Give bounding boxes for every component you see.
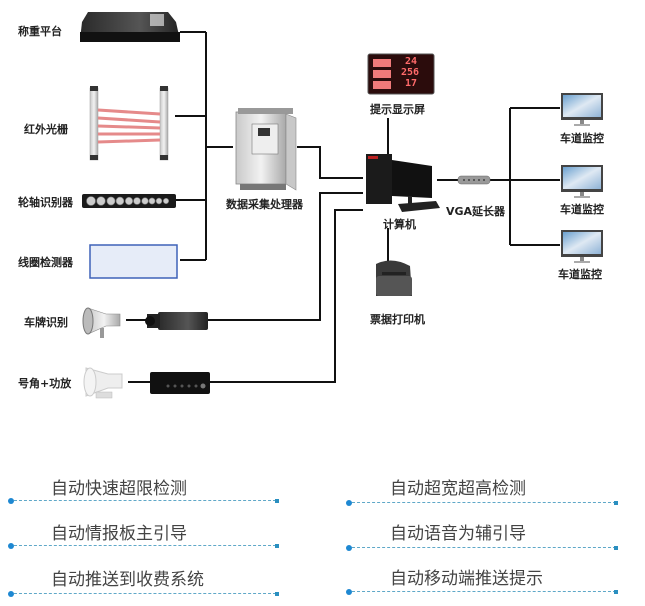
display-row-3-value: 17	[405, 78, 418, 89]
label-printer: 票据打印机	[370, 313, 425, 326]
computer-icon	[366, 154, 440, 212]
vga-extender-icon	[457, 175, 491, 185]
label-plate-recognition: 车牌识别	[24, 316, 68, 329]
label-monitor-1: 车道监控	[560, 132, 604, 145]
label-monitor-3: 车道监控	[558, 268, 602, 281]
connection-lines	[126, 31, 560, 383]
line-camera-to-computer	[208, 192, 363, 321]
bullet-dot	[8, 498, 14, 504]
feature-right-2: 自动语音为辅引导	[390, 524, 526, 544]
dashed-divider	[352, 502, 616, 503]
led-display-icon	[367, 53, 435, 95]
label-computer: 计算机	[383, 218, 416, 231]
dashed-divider	[352, 591, 616, 592]
dashed-divider	[14, 545, 276, 546]
axle-identifier-icon	[82, 194, 176, 208]
divider-end	[614, 546, 618, 550]
feature-left-2: 自动情报板主引导	[51, 524, 187, 544]
feature-left-3: 自动推送到收费系统	[51, 570, 204, 590]
loop-detector-icon	[89, 244, 178, 279]
label-monitor-2: 车道监控	[560, 203, 604, 216]
data-processor-cabinet-icon	[235, 108, 297, 191]
divider-end	[614, 501, 618, 505]
line-amp-to-computer	[210, 209, 363, 383]
speaker-horn-icon	[83, 367, 123, 399]
label-loop-detector: 线圈检测器	[18, 256, 73, 269]
camera-icon	[145, 312, 208, 330]
dashed-divider	[14, 500, 276, 501]
divider-end	[275, 544, 279, 548]
line-processor-to-computer	[297, 146, 363, 179]
bullet-dot	[346, 500, 352, 506]
label-horn-amplifier: 号角+功放	[18, 377, 72, 390]
receipt-printer-icon	[376, 260, 412, 296]
label-light-curtain: 红外光栅	[24, 123, 68, 136]
dashed-divider	[14, 593, 276, 594]
divider-end	[275, 592, 279, 596]
feature-right-3: 自动移动端推送提示	[390, 569, 543, 589]
dashed-divider	[352, 547, 616, 548]
lane-monitor-icon-1	[561, 93, 603, 126]
feature-left-1: 自动快速超限检测	[51, 479, 187, 499]
display-row-2-value: 256	[401, 67, 420, 78]
bullet-dot	[8, 543, 14, 549]
floodlight-icon	[82, 307, 121, 338]
label-display-screen: 提示显示屏	[370, 103, 425, 116]
label-data-processor: 数据采集处理器	[226, 198, 303, 211]
feature-right-1: 自动超宽超高检测	[390, 479, 526, 499]
light-curtain-icon	[89, 86, 169, 161]
lane-monitor-icon-3	[561, 230, 603, 263]
amplifier-icon	[150, 372, 210, 394]
bullet-dot	[8, 591, 14, 597]
weighing-platform-icon	[80, 12, 180, 42]
divider-end	[275, 499, 279, 503]
display-row-1-value: 24	[405, 56, 418, 67]
lane-monitor-icon-2	[561, 165, 603, 198]
label-vga-extender: VGA延长器	[446, 205, 506, 218]
bullet-dot	[346, 545, 352, 551]
label-axle-identifier: 轮轴识别器	[18, 196, 73, 209]
divider-end	[614, 590, 618, 594]
label-weighing-platform: 称重平台	[18, 25, 62, 38]
bullet-dot	[346, 589, 352, 595]
